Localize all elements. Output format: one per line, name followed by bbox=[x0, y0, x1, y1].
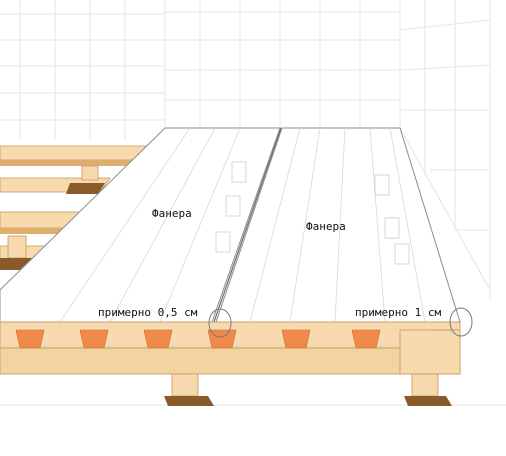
support-legs bbox=[164, 373, 214, 406]
room-walls bbox=[0, 0, 506, 406]
plywood-left-label: Фанера bbox=[152, 207, 192, 220]
gap-markers bbox=[208, 307, 473, 338]
plywood-sheets bbox=[0, 127, 461, 323]
back-joists bbox=[0, 145, 151, 270]
plywood-right-label: Фанера bbox=[306, 220, 346, 233]
right-post bbox=[399, 329, 461, 406]
gap-right-label: примерно 1 см bbox=[355, 306, 441, 319]
gap-left-label: примерно 0,5 см bbox=[98, 306, 198, 319]
gap-marker-right bbox=[449, 307, 473, 337]
gap-marker-left bbox=[208, 308, 232, 338]
